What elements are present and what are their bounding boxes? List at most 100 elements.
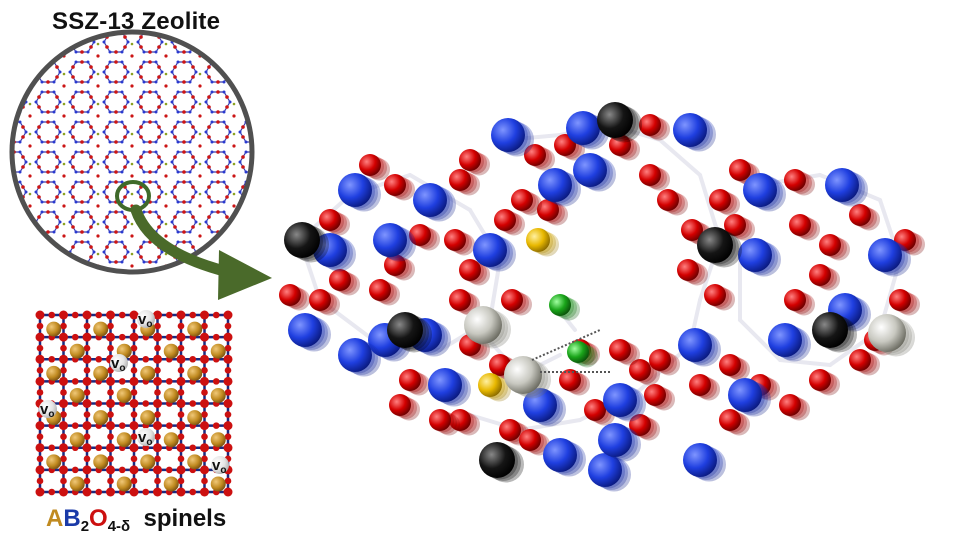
spinel-oxygen-atom [36,367,44,374]
spinel-oxygen-atom [201,344,208,352]
spinel-oxygen-atom [177,344,185,352]
spinel-oxygen-atom [224,389,232,396]
spinel-a-site-atom [187,454,203,470]
spinel-oxygen-atom [223,421,233,431]
spinel-oxygen-atom [154,389,161,396]
oxygen-atom [309,289,331,311]
spinel-a-site-atom [163,387,179,403]
spinel-oxygen-atom [107,455,114,463]
spinel-oxygen-atom [153,443,162,453]
spinel-oxygen-atom [83,477,91,485]
spinel-oxygen-atom [35,332,45,342]
spinel-oxygen-atom [177,322,185,330]
oxygen-atom [537,199,559,221]
silicon-atom [743,173,777,207]
silicon-atom [603,383,637,417]
spinel-a-site-atom [140,410,156,426]
copper-atom [868,314,906,352]
spinel-oxygen-atom [82,332,92,342]
spinel-a-site-atom [210,387,226,403]
spinel-oxygen-atom [223,332,233,342]
spinel-oxygen-atom [189,400,197,407]
oxygen-atom [849,204,871,226]
spinel-oxygen-atom [82,310,92,320]
oxygen-atom [639,164,661,186]
oxygen-atom [609,339,631,361]
spinel-oxygen-atom [129,465,139,475]
silicon-atom [338,338,372,372]
spinel-oxygen-atom [35,376,45,386]
spinel-oxygen-atom [130,411,138,418]
spinel-oxygen-atom [201,389,208,396]
silicon-atom [728,378,762,412]
spinel-oxygen-atom [201,367,208,374]
spinel-oxygen-atom [176,487,186,497]
spinel-oxygen-atom [71,466,79,474]
oxygen-atom [279,284,301,306]
spinel-oxygen-atom [200,376,209,386]
oxygen-vacancy-sphere [110,354,128,372]
silicon-atom [543,438,577,472]
oxygen-atom [784,169,806,191]
formula-b-subscript: 2 [80,518,90,535]
spinel-oxygen-atom [82,399,92,408]
spinel-oxygen-atom [200,354,209,364]
spinel-oxygen-atom [36,344,44,352]
spinel-oxygen-atom [83,411,91,418]
spinel-oxygen-atom [177,433,185,440]
spinel-a-site-atom [116,432,132,448]
spinel-oxygen-atom [223,354,233,364]
spinel-oxygen-atom [189,488,197,496]
spinel-oxygen-atom [200,443,209,453]
spinel-oxygen-atom [35,443,45,453]
coordination-dashed-line [531,329,601,361]
silicon-atom [738,238,772,272]
oxygen-vacancy-sphere [39,400,57,418]
oxygen-atom [494,209,516,231]
spinel-oxygen-atom [130,433,138,440]
spinel-oxygen-atom [60,477,67,485]
spinel-a-site-atom [187,410,203,426]
spinel-oxygen-atom [59,465,68,475]
spinel-oxygen-atom [130,344,138,352]
spinel-oxygen-atom [200,310,209,320]
silicon-atom [428,368,462,402]
spinel-oxygen-atom [201,477,208,485]
oxygen-atom [449,289,471,311]
spinel-a-site-atom [93,365,109,381]
spinel-oxygen-atom [177,411,185,418]
spinel-oxygen-atom [82,376,92,386]
spinel-a-site-atom [46,454,62,470]
spinel-oxygen-atom [118,466,126,474]
spinel-oxygen-atom [71,422,79,429]
oxygen-atom [784,289,806,311]
spinel-oxygen-atom [224,344,232,352]
spinel-oxygen-atom [129,443,139,453]
spinel-oxygen-atom [48,444,56,452]
spinel-oxygen-atom [154,477,161,485]
spinel-oxygen-atom [83,455,91,463]
spinel-oxygen-atom [153,421,162,431]
oxygen-atom [399,369,421,391]
oxygen-atom [779,394,801,416]
spinel-oxygen-atom [223,443,233,453]
spinel-oxygen-atom [130,322,138,330]
spinel-oxygen-atom [142,488,150,496]
spinel-oxygen-atom [130,477,138,485]
silicon-atom [473,233,507,267]
oxygen-atom [649,349,671,371]
oxygen-atom [889,289,911,311]
spinel-a-site-atom [163,343,179,359]
spinel-oxygen-atom [176,399,186,408]
spinel-oxygen-atom [223,487,233,497]
spinel-oxygen-atom [106,465,115,475]
spinel-oxygen-atom [153,354,162,364]
oxygen-atom [681,219,703,241]
zoom-arrow-shaft [130,204,234,278]
silicon-atom [413,183,447,217]
oxygen-atom [359,154,381,176]
copper-atom [504,356,542,394]
spinel-oxygen-atom [59,332,68,342]
spinel-oxygen-atom [165,311,173,319]
